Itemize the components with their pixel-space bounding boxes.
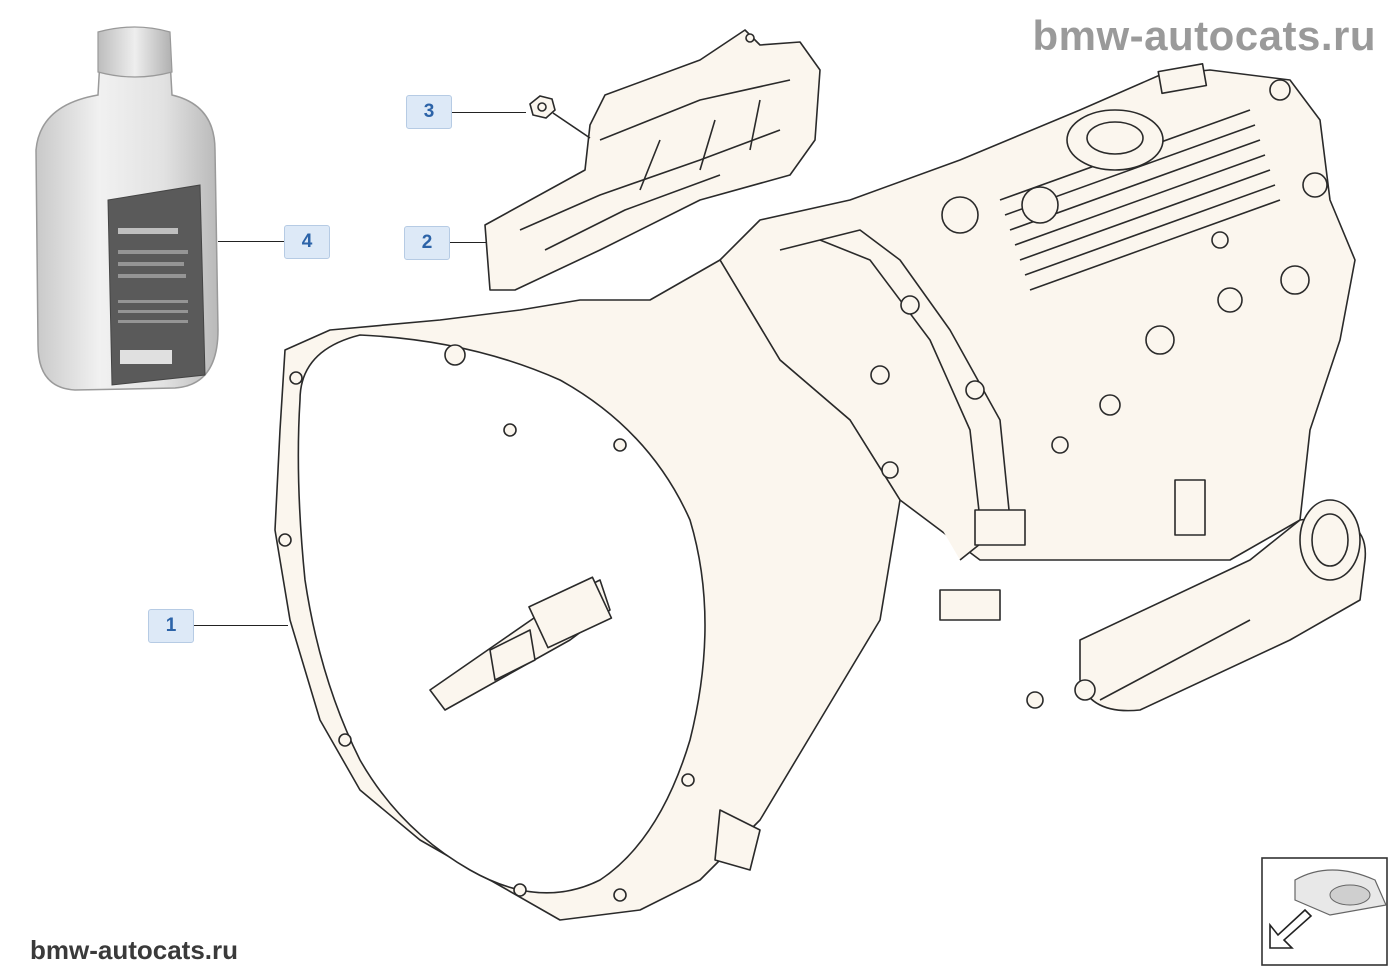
leader-line-4 [218,241,284,242]
leader-line-2 [448,242,486,243]
watermark-top: bmw-autocats.ru [1032,12,1376,59]
hex-nut [529,95,591,139]
oil-bottle [35,26,219,391]
transmission [274,63,1367,921]
watermark-bottom: bmw-autocats.ru [30,935,239,965]
callout-1[interactable]: 1 [148,609,194,643]
callout-3[interactable]: 3 [406,95,452,129]
leader-line-3 [450,112,526,113]
leader-line-1 [192,625,288,626]
orientation-inset [1261,857,1388,966]
callout-4[interactable]: 4 [284,225,330,259]
heat-shield [484,29,821,291]
callout-2[interactable]: 2 [404,226,450,260]
